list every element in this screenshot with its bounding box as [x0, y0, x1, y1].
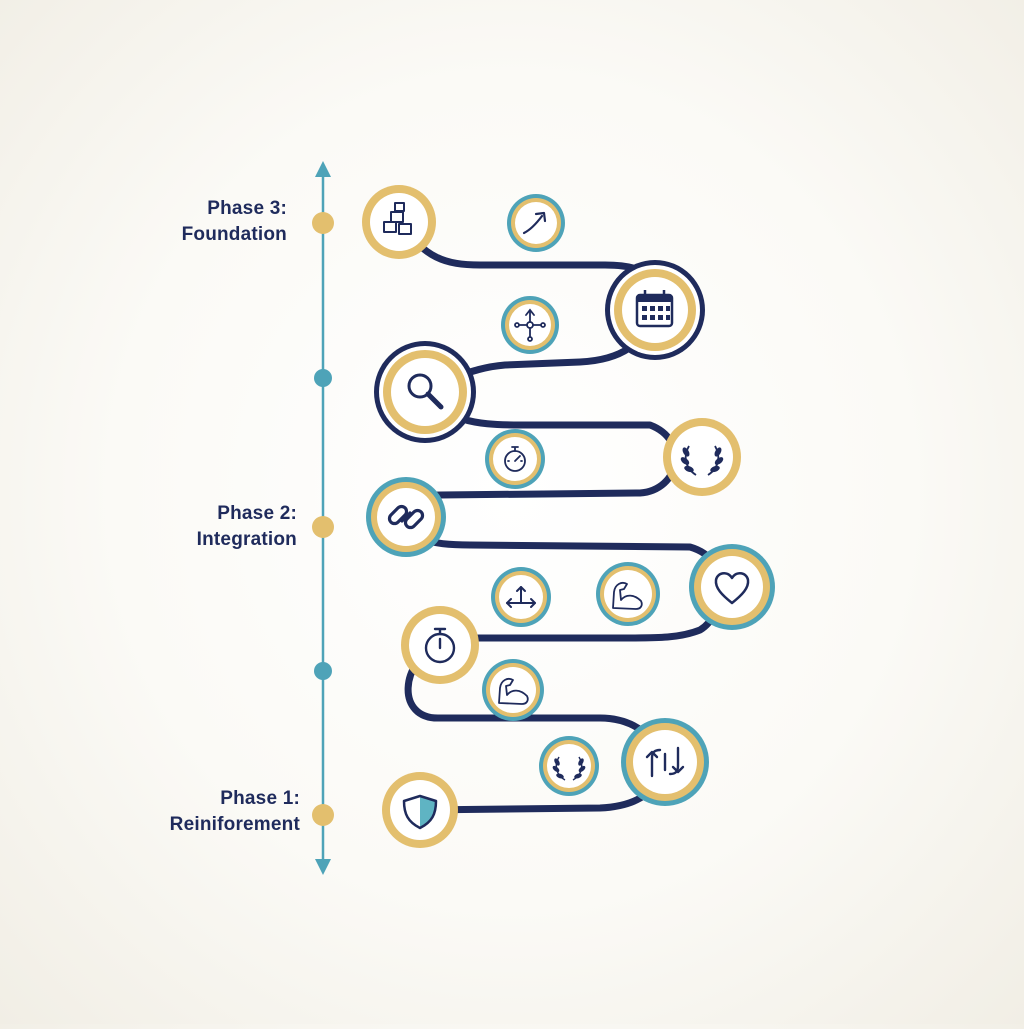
phase-1-marker [312, 804, 334, 826]
expand-arrows-icon [506, 586, 536, 608]
laurel-icon [680, 445, 724, 476]
timeline-dot-lower [314, 662, 332, 680]
milestone-timer [401, 606, 479, 684]
network-icon [514, 308, 546, 342]
milestone-laurel-lower [539, 736, 599, 796]
shield-icon [402, 794, 438, 830]
milestone-muscle-upper [596, 562, 660, 626]
phase-2-name: Integration [196, 529, 297, 550]
phase-3-marker [312, 212, 334, 234]
magnifier-icon [407, 373, 444, 410]
milestone-expand-arrows [491, 567, 551, 627]
link-icon [387, 504, 425, 530]
phase-1-number: Phase 1: [220, 788, 300, 809]
phase-3-number: Phase 3: [207, 198, 287, 219]
milestone-stopwatch [485, 429, 545, 489]
milestone-muscle-lower [482, 659, 544, 721]
timer-icon [424, 627, 456, 664]
milestone-network [501, 296, 559, 354]
stopwatch-icon [504, 446, 526, 472]
milestone-laurel-upper [663, 418, 741, 496]
phase-1-label: Phase 1: Reiniforement [20, 786, 300, 838]
laurel-icon [552, 756, 586, 781]
phase-3-name: Foundation [181, 224, 287, 245]
milestone-arrow-up [507, 194, 565, 252]
timeline-arrow-up-icon [315, 161, 331, 177]
phase-2-marker [312, 516, 334, 538]
milestone-refresh-arrows [621, 718, 709, 806]
blocks-icon [383, 202, 412, 235]
muscle-icon [612, 581, 643, 610]
milestone-magnifier [374, 341, 476, 443]
phase-1-name: Reiniforement [169, 814, 300, 835]
phase-2-label: Phase 2: Integration [17, 501, 297, 553]
phase-3-label: Phase 3: Foundation [7, 196, 287, 248]
timeline-arrow-down-icon [315, 859, 331, 875]
phase-2-number: Phase 2: [217, 503, 297, 524]
milestone-blocks [362, 185, 436, 259]
arrow-up-icon [522, 211, 547, 235]
heart-icon [714, 572, 750, 605]
milestone-link [366, 477, 446, 557]
calendar-icon [635, 290, 674, 328]
milestone-shield [382, 772, 458, 848]
milestone-heart [689, 544, 775, 630]
timeline-dot-upper [314, 369, 332, 387]
milestone-calendar [605, 260, 705, 360]
refresh-arrows-icon [645, 746, 685, 778]
timeline-axis [312, 161, 334, 875]
muscle-icon [498, 677, 529, 705]
